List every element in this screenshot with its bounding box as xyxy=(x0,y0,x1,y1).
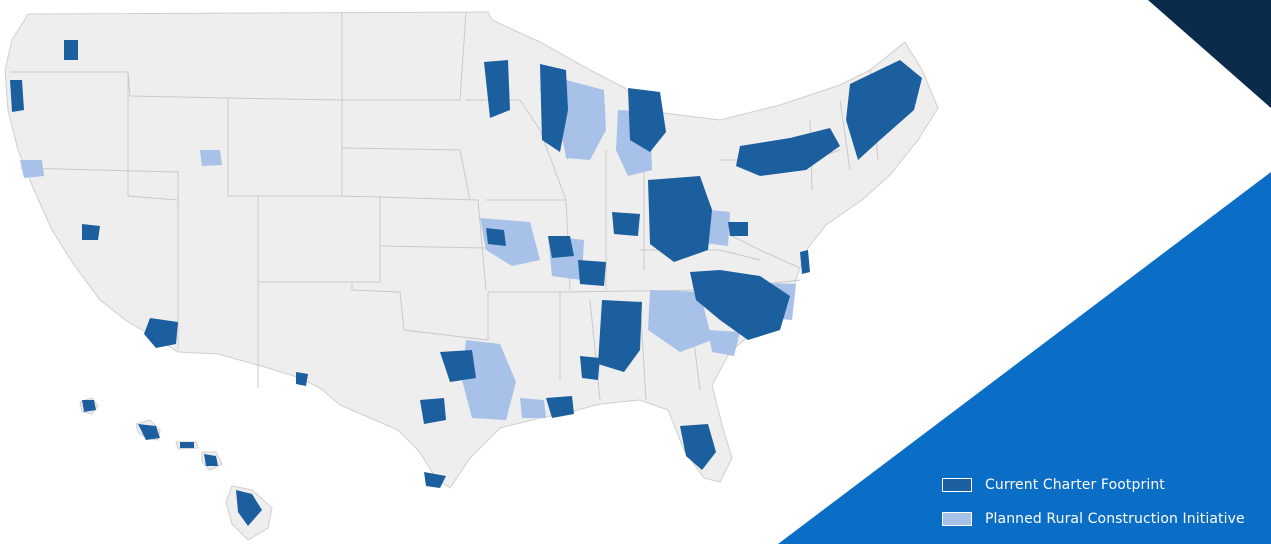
footprint-area xyxy=(548,236,574,258)
footprint-area xyxy=(546,396,574,418)
footprint-area xyxy=(648,176,712,262)
footprint-area xyxy=(728,222,748,236)
footprint-area xyxy=(204,454,218,466)
footprint-area xyxy=(580,356,600,380)
footprint-area xyxy=(486,228,506,246)
footprint-area xyxy=(680,424,716,470)
state-border xyxy=(10,71,229,99)
state-border xyxy=(19,167,179,280)
legend-label-current-footprint: Current Charter Footprint xyxy=(985,477,1165,493)
footprint-area xyxy=(82,224,100,240)
legend-swatch-planned-rural xyxy=(942,512,972,526)
contiguous-us-landmass xyxy=(4,11,939,489)
footprint-area xyxy=(540,64,568,152)
footprint-area xyxy=(420,398,446,424)
footprint-area xyxy=(800,250,810,274)
current-charter-footprint-areas xyxy=(10,40,922,526)
planned-area xyxy=(462,340,516,420)
planned-area xyxy=(200,150,222,166)
footprint-area xyxy=(846,60,922,160)
footprint-area xyxy=(180,442,194,448)
footprint-area xyxy=(236,490,262,526)
planned-area xyxy=(560,80,606,160)
footprint-area xyxy=(296,372,308,386)
state-border xyxy=(839,99,851,171)
state-border xyxy=(127,72,179,201)
footprint-area xyxy=(598,300,642,372)
footprint-area xyxy=(82,400,96,412)
planned-area xyxy=(648,290,712,352)
footprint-area xyxy=(736,128,840,176)
state-border xyxy=(589,299,601,401)
planned-area xyxy=(20,160,44,178)
state-border xyxy=(341,195,487,291)
footprint-area xyxy=(612,212,640,236)
footprint-area xyxy=(440,350,476,382)
state-border xyxy=(227,12,343,197)
state-borders xyxy=(10,11,879,401)
land-layer xyxy=(4,11,939,541)
planned-area xyxy=(520,398,546,418)
legend-item-planned-rural: Planned Rural Construction Initiative xyxy=(942,508,1271,530)
map-legend: Current Charter Footprint Planned Rural … xyxy=(942,474,1271,542)
footprint-area xyxy=(424,472,446,488)
blue-corner-triangle xyxy=(778,172,1271,544)
planned-area xyxy=(708,330,740,356)
legend-item-current-footprint: Current Charter Footprint xyxy=(942,474,1271,496)
footprint-area xyxy=(144,318,178,348)
state-border xyxy=(341,147,471,201)
legend-swatch-current-footprint xyxy=(942,478,972,492)
state-border xyxy=(351,282,405,331)
footprint-area xyxy=(690,270,790,340)
footprint-area xyxy=(484,60,510,118)
state-border xyxy=(379,245,487,249)
footprint-area xyxy=(578,260,606,286)
footprint-area xyxy=(10,80,24,112)
state-border xyxy=(342,11,467,101)
navy-corner-triangle xyxy=(1148,0,1271,108)
footprint-area xyxy=(628,88,666,152)
footprint-area xyxy=(64,40,78,60)
state-border xyxy=(403,292,489,341)
state-border xyxy=(257,196,381,283)
state-border xyxy=(227,97,343,101)
legend-label-planned-rural: Planned Rural Construction Initiative xyxy=(985,511,1245,527)
footprint-area xyxy=(138,424,160,440)
